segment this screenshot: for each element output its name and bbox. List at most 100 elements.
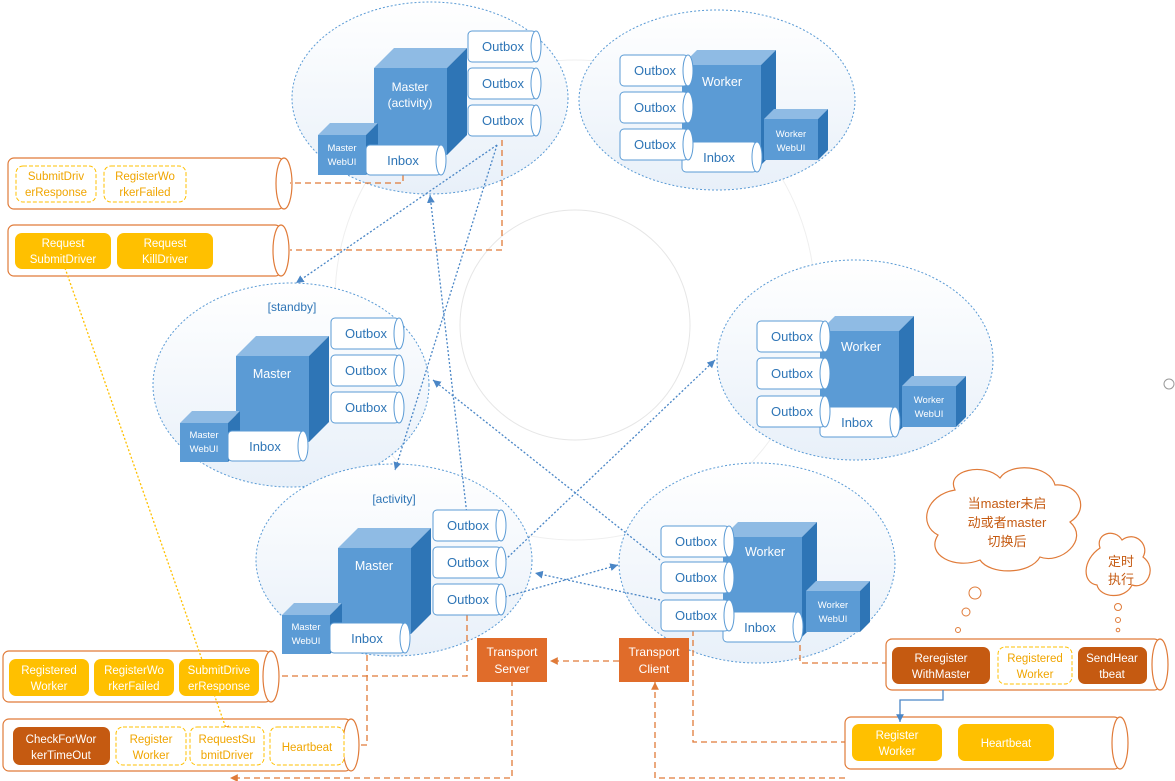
- svg-text:Heartbeat: Heartbeat: [981, 738, 1032, 750]
- orange-connectors: [230, 140, 886, 781]
- svg-text:Outbox: Outbox: [345, 326, 387, 341]
- thought-bubble-small: 定时 执行: [1085, 532, 1151, 633]
- worker-top-outbox-1: Outbox: [619, 54, 694, 87]
- svg-text:定时: 定时: [1108, 554, 1134, 569]
- svg-text:Outbox: Outbox: [675, 570, 717, 585]
- svg-text:erResponse: erResponse: [25, 187, 87, 199]
- svg-text:WebUI: WebUI: [777, 143, 806, 154]
- svg-text:Transport: Transport: [629, 645, 681, 659]
- svg-text:CheckForWor: CheckForWor: [26, 734, 97, 746]
- worker-mid-outbox-1: Outbox: [756, 320, 831, 353]
- msg-send-heartbeat: SendHear tbeat: [1078, 647, 1147, 684]
- pipe-1-messages: SubmitDriv erResponse RegisterWo rkerFai…: [15, 165, 187, 203]
- svg-text:SubmitDriv: SubmitDriv: [28, 171, 84, 183]
- master-top-webui: Master WebUI: [318, 123, 378, 175]
- master-top-cube: Master (activity): [374, 48, 467, 155]
- svg-text:WebUI: WebUI: [819, 614, 848, 625]
- svg-text:WebUI: WebUI: [190, 444, 219, 455]
- svg-text:rkerFailed: rkerFailed: [119, 187, 170, 199]
- msg-heartbeat-dashed: Heartbeat: [269, 726, 345, 766]
- msg-request-submit-driver: Request SubmitDriver: [15, 233, 111, 269]
- svg-text:Worker: Worker: [1017, 669, 1054, 681]
- svg-text:Worker: Worker: [841, 340, 881, 354]
- worker-mid-cluster: Worker Worker WebUI Inbox Outbox: [756, 316, 966, 438]
- svg-text:Inbox: Inbox: [841, 415, 873, 430]
- msg-reregister-with-master: Reregister WithMaster: [892, 647, 990, 684]
- worker-top-outbox-3: Outbox: [619, 128, 694, 161]
- svg-text:Outbox: Outbox: [634, 100, 676, 115]
- svg-text:WebUI: WebUI: [328, 157, 357, 168]
- worker-mid-outbox-2: Outbox: [756, 357, 831, 390]
- pipe-4-messages: CheckForWor kerTimeOut Register Worker R…: [13, 726, 345, 766]
- pipe-2-messages: Request SubmitDriver Request KillDriver: [15, 233, 213, 269]
- svg-text:Outbox: Outbox: [447, 518, 489, 533]
- master-top-label: Master: [392, 80, 429, 94]
- svg-text:Registered: Registered: [1007, 653, 1063, 665]
- svg-text:Inbox: Inbox: [744, 620, 776, 635]
- svg-text:Inbox: Inbox: [351, 631, 383, 646]
- svg-text:执行: 执行: [1108, 572, 1134, 587]
- svg-text:WithMaster: WithMaster: [912, 669, 970, 681]
- worker-top-outbox-2: Outbox: [619, 91, 694, 124]
- master-standby-cluster: [standby] Master Master WebUI Inbox: [180, 300, 405, 462]
- bottom-state-label: [activity]: [372, 492, 415, 506]
- msg-register-worker-dashed: Register Worker: [115, 726, 187, 766]
- master-standby-inbox: Inbox: [227, 430, 309, 462]
- msg-check-for-worker-timeout: CheckForWor kerTimeOut: [13, 727, 110, 765]
- master-top-state: (activity): [388, 96, 433, 110]
- svg-text:Outbox: Outbox: [447, 592, 489, 607]
- msg-register-worker-failed: RegisterWo rkerFailed: [103, 165, 187, 203]
- standby-state-label: [standby]: [268, 300, 317, 314]
- transport-server: Transport Server: [477, 638, 547, 682]
- worker-bottom-inbox: Inbox: [722, 611, 804, 643]
- svg-text:Outbox: Outbox: [771, 329, 813, 344]
- svg-text:Worker: Worker: [818, 600, 848, 611]
- master-top-inbox: Inbox: [365, 144, 447, 176]
- svg-text:RequestSu: RequestSu: [199, 734, 256, 746]
- master-standby-outbox-3: Outbox: [330, 391, 405, 424]
- worker-mid-inbox: Inbox: [819, 406, 901, 438]
- worker-bottom-cluster: Worker Worker WebUI Inbox Outbox: [660, 522, 870, 643]
- svg-text:动或者master: 动或者master: [968, 515, 1047, 530]
- msg-registered-worker: Registered Worker: [9, 659, 89, 696]
- master-bottom-cube: Master: [338, 528, 431, 634]
- svg-text:Server: Server: [494, 662, 529, 676]
- master-standby-outbox-1: Outbox: [330, 317, 405, 350]
- worker-bottom-outbox-3: Outbox: [660, 599, 735, 632]
- svg-text:Outbox: Outbox: [482, 113, 524, 128]
- svg-text:Outbox: Outbox: [345, 363, 387, 378]
- svg-text:Outbox: Outbox: [634, 63, 676, 78]
- svg-text:SubmitDriver: SubmitDriver: [30, 254, 97, 266]
- master-top-outbox-2: Outbox: [467, 67, 542, 100]
- svg-text:tbeat: tbeat: [1099, 669, 1125, 681]
- svg-text:Outbox: Outbox: [482, 39, 524, 54]
- svg-text:Outbox: Outbox: [482, 76, 524, 91]
- master-bottom-cluster: [activity] Master Master WebUI Inbox: [282, 492, 507, 654]
- svg-text:bmitDriver: bmitDriver: [201, 750, 254, 762]
- svg-text:Worker: Worker: [745, 545, 785, 559]
- msg-submit-driver-response: SubmitDriv erResponse: [15, 165, 97, 203]
- svg-text:Request: Request: [42, 238, 86, 250]
- svg-text:Reregister: Reregister: [914, 653, 967, 665]
- master-bottom-outbox-3: Outbox: [432, 583, 507, 616]
- svg-text:Outbox: Outbox: [771, 366, 813, 381]
- svg-text:Inbox: Inbox: [703, 150, 735, 165]
- worker-bottom-webui: Worker WebUI: [806, 581, 870, 632]
- svg-text:Inbox: Inbox: [249, 439, 281, 454]
- svg-text:Master: Master: [355, 559, 393, 573]
- svg-text:Worker: Worker: [133, 750, 170, 762]
- msg-register-worker-solid: Register Worker: [852, 724, 942, 761]
- worker-top-inbox: Inbox: [681, 141, 763, 173]
- msg-submit-driver-response-2: SubmitDrive erResponse: [179, 659, 259, 696]
- svg-text:Outbox: Outbox: [675, 608, 717, 623]
- pipe-6-messages: Register Worker Heartbeat: [852, 724, 1054, 761]
- svg-text:Client: Client: [639, 662, 670, 676]
- svg-text:WebUI: WebUI: [915, 409, 944, 420]
- svg-text:Worker: Worker: [776, 129, 806, 140]
- svg-text:Outbox: Outbox: [675, 534, 717, 549]
- svg-text:Outbox: Outbox: [345, 400, 387, 415]
- svg-text:Outbox: Outbox: [771, 404, 813, 419]
- master-top-cluster: Master (activity) Master WebUI Inbox Out…: [318, 30, 542, 176]
- svg-text:Outbox: Outbox: [634, 137, 676, 152]
- pipe-5-messages: Reregister WithMaster Registered Worker …: [892, 646, 1147, 685]
